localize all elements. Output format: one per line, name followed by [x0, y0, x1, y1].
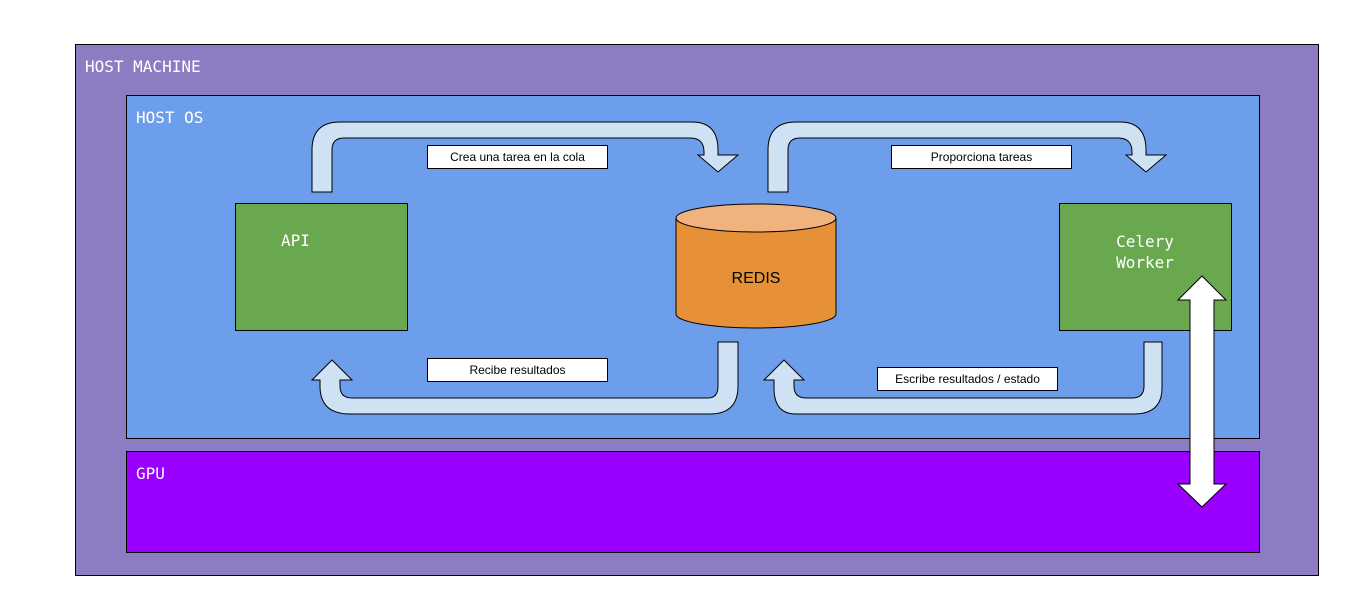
host-os-title: HOST OS — [136, 108, 204, 127]
redis-label: REDIS — [732, 270, 781, 287]
arrow-worker-gpu — [1176, 275, 1228, 508]
gpu-box — [126, 451, 1260, 553]
arrow-worker-to-redis — [762, 341, 1163, 415]
label-proporciona-tareas: Proporciona tareas — [891, 145, 1072, 169]
arrow-api-to-redis — [311, 121, 740, 193]
api-box — [235, 203, 408, 331]
host-machine-title: HOST MACHINE — [85, 57, 201, 76]
celery-worker-line1: Celery — [1116, 232, 1174, 251]
api-label: API — [281, 231, 310, 250]
redis-cylinder-top — [675, 203, 837, 233]
redis-cylinder-body — [675, 217, 837, 329]
label-crea-tarea: Crea una tarea en la cola — [427, 145, 608, 169]
arrow-redis-to-worker — [767, 121, 1168, 193]
label-recibe-resultados: Recibe resultados — [427, 358, 608, 382]
celery-worker-line2: Worker — [1116, 253, 1174, 272]
gpu-title: GPU — [136, 464, 165, 483]
arrow-redis-to-api — [310, 341, 739, 415]
label-escribe-resultados: Escribe resultados / estado — [877, 367, 1058, 391]
celery-worker-label: Celery Worker — [1100, 231, 1190, 273]
